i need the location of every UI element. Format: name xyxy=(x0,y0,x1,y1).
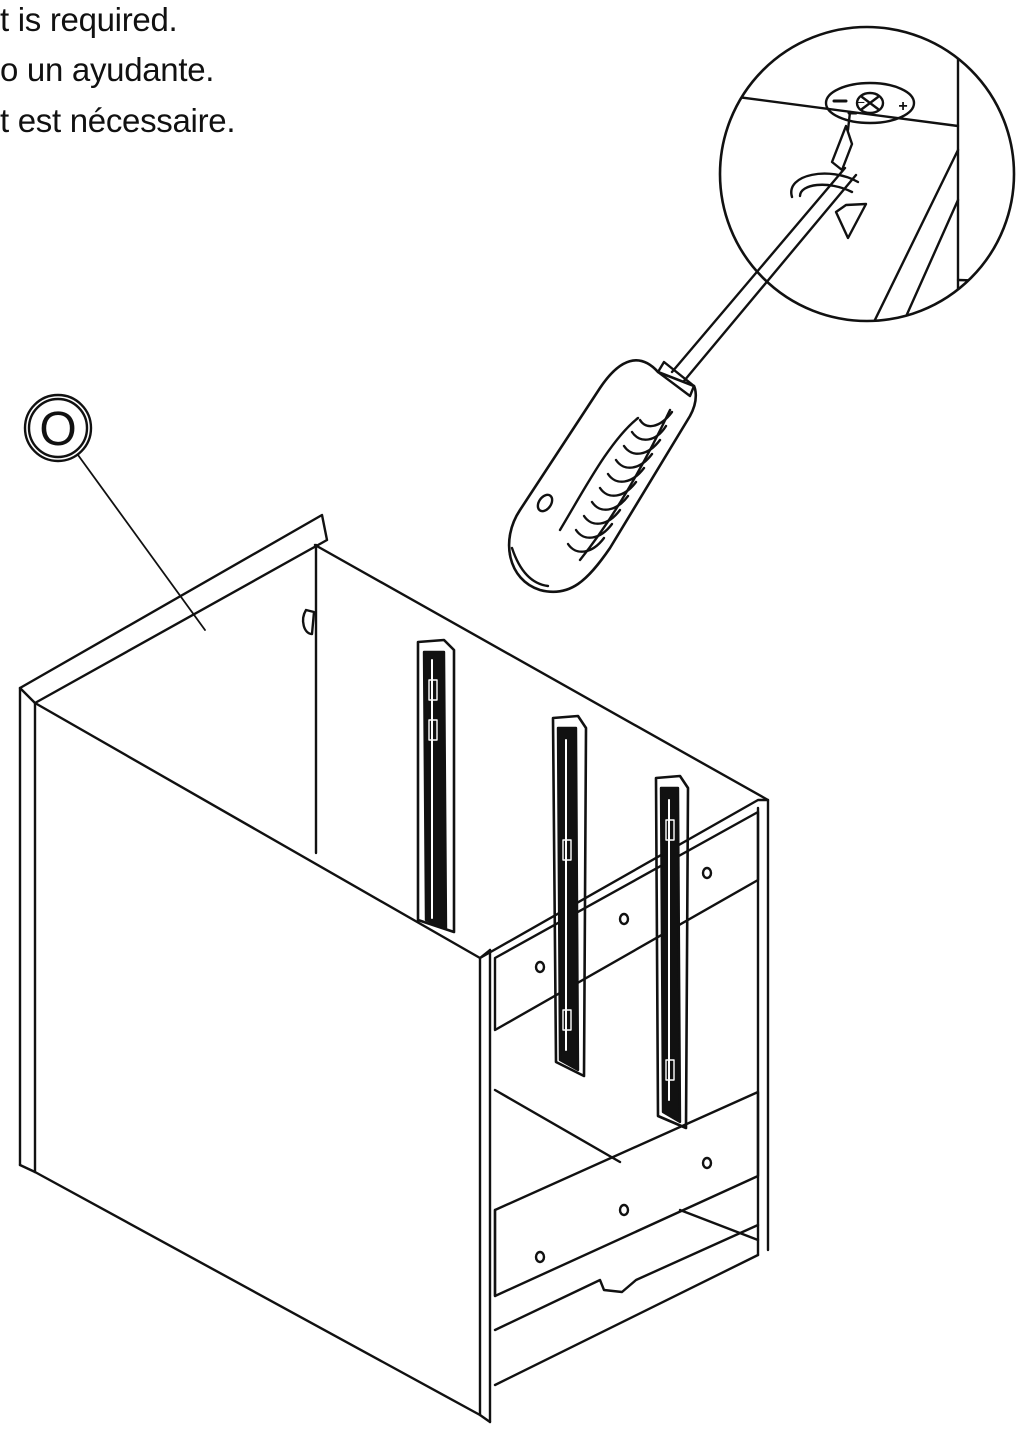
rail-hole xyxy=(534,1250,546,1264)
top-panel-edge xyxy=(18,513,329,705)
middle-rail xyxy=(493,1090,760,1298)
rail-hole xyxy=(701,866,713,880)
detail-circle xyxy=(718,25,1016,323)
screw-minus-sign: − xyxy=(857,94,865,110)
cabinet-carcass xyxy=(18,513,770,1424)
rail-hole xyxy=(701,1156,713,1170)
rail-hole xyxy=(618,912,630,926)
drawer-slide xyxy=(654,774,690,1130)
top-rail-top-edge xyxy=(478,798,770,960)
drawer-slide xyxy=(416,638,456,934)
note-french: t est nécessaire. xyxy=(0,102,236,139)
top-rail xyxy=(493,810,760,1032)
back-screw xyxy=(301,608,316,636)
rail-hole xyxy=(534,960,546,974)
part-callout-label: O xyxy=(39,403,76,456)
part-callout: O xyxy=(23,393,206,631)
screw-plus-sign: + xyxy=(898,98,907,115)
back-panel xyxy=(313,543,770,1252)
bottom-edge xyxy=(493,1253,760,1387)
note-spanish: o un ayudante. xyxy=(0,51,215,88)
magnifier-detail-icon: − + xyxy=(718,25,1016,323)
side-panel xyxy=(33,701,482,1417)
callout-leader-line xyxy=(77,454,206,631)
screwdriver-icon xyxy=(507,166,858,594)
rail-hole xyxy=(618,1203,630,1217)
note-english: t is required. xyxy=(0,1,178,38)
drawer-slide xyxy=(551,714,588,1078)
bottom-inner-line xyxy=(678,1208,760,1242)
clockwise-arrow-icon xyxy=(790,172,868,240)
bottom-rail-top xyxy=(493,1223,760,1332)
inner-floor-line xyxy=(493,1088,622,1164)
